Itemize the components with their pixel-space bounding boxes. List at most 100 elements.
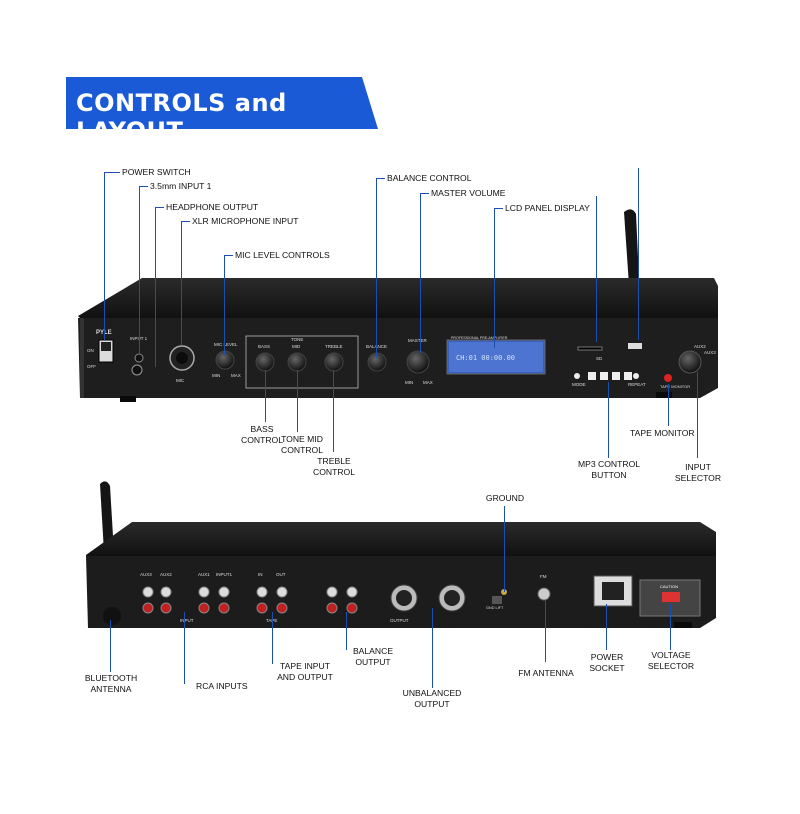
label-tone-mid-control: TONE MID CONTROL bbox=[276, 434, 328, 456]
pointer-lcd-h bbox=[494, 208, 503, 209]
repeat-label: REPEAT bbox=[628, 382, 646, 387]
label-bass-control: BASS CONTROL bbox=[238, 424, 286, 446]
label-socket-line1: POWER bbox=[590, 652, 624, 662]
mic-label: MIC bbox=[176, 378, 185, 383]
aux3-small-label: AUX3 bbox=[704, 350, 716, 355]
label-ground: GROUND bbox=[485, 493, 525, 503]
input1-label: INPUT 1 bbox=[130, 336, 148, 341]
rear-unit bbox=[86, 481, 716, 628]
max-label: MAX bbox=[231, 373, 241, 378]
rear-in: IN bbox=[258, 572, 263, 577]
pointer-mp3-v bbox=[608, 382, 609, 458]
mode-label: MODE bbox=[572, 382, 586, 387]
pointer-master-v bbox=[420, 193, 421, 353]
pointer-lcd-v bbox=[494, 208, 495, 348]
label-power-switch: POWER SWITCH bbox=[122, 167, 191, 177]
pointer-input35-v bbox=[139, 186, 140, 354]
banner-title: CONTROLS and LAYOUT bbox=[76, 89, 287, 145]
label-voltage-selector: VOLTAGE SELECTOR bbox=[642, 650, 700, 672]
label-balance-output: BALANCE OUTPUT bbox=[350, 646, 396, 668]
label-35mm-input: 3.5mm INPUT 1 bbox=[150, 181, 212, 191]
label-socket-line2: SOCKET bbox=[589, 663, 625, 673]
label-balout-line1: BALANCE bbox=[352, 646, 394, 656]
label-lcd-panel: LCD PANEL DISPLAY bbox=[505, 203, 590, 213]
tone-label: TONE bbox=[291, 337, 304, 342]
label-voltage-line1: VOLTAGE bbox=[651, 650, 691, 660]
label-mp3-control: MP3 CONTROL BUTTON bbox=[574, 459, 644, 481]
pointer-balout-v bbox=[346, 612, 347, 650]
label-treble-control: TREBLE CONTROL bbox=[308, 456, 360, 478]
rear-out: OUT bbox=[276, 572, 286, 577]
label-mic-level: MIC LEVEL CONTROLS bbox=[235, 250, 330, 260]
sd-label: SD bbox=[596, 356, 603, 361]
banner-shape bbox=[66, 77, 378, 129]
master-max-label: MAX bbox=[423, 380, 433, 385]
pointer-power-h bbox=[104, 172, 120, 173]
bass-label: BASS bbox=[258, 344, 271, 349]
brand-logo: PYLE bbox=[96, 330, 112, 336]
pointer-rca-v bbox=[184, 612, 185, 684]
label-tonemid-line2: CONTROL bbox=[280, 445, 324, 455]
min-label: MIN bbox=[212, 373, 221, 378]
front-unit bbox=[78, 209, 718, 402]
rear-caution: CAUTION bbox=[660, 584, 678, 589]
label-voltage-line2: SELECTOR bbox=[647, 661, 695, 671]
label-selector-line2: SELECTOR bbox=[674, 473, 722, 483]
label-input-selector: INPUT SELECTOR bbox=[672, 462, 724, 484]
label-bass-line1: BASS bbox=[250, 424, 274, 434]
pointer-power-socket-v bbox=[606, 604, 607, 650]
aux2-small-label: AUX2 bbox=[694, 344, 706, 349]
pointer-balance-h bbox=[376, 178, 385, 179]
pointer-input35-h bbox=[139, 186, 148, 187]
label-bt-line1: BLUETOOTH bbox=[84, 673, 138, 683]
pointer-tape-v bbox=[668, 384, 669, 426]
master-label: MASTER bbox=[408, 338, 427, 343]
label-headphone-output: HEADPHONE OUTPUT bbox=[166, 202, 259, 212]
label-tape-monitor: TAPE MONITOR bbox=[630, 428, 695, 438]
lcd-header: PROFESSIONAL PRE-AMPLIFIER bbox=[451, 336, 508, 340]
pointer-headphone-h bbox=[155, 207, 164, 208]
label-bt-line2: ANTENNA bbox=[90, 684, 132, 694]
treble-label: TREBLE bbox=[325, 344, 343, 349]
label-rca-inputs: RCA INPUTS bbox=[196, 681, 248, 691]
label-tonemid-line1: TONE MID bbox=[281, 434, 323, 444]
label-power-socket: POWER SOCKET bbox=[586, 652, 628, 674]
rear-aux2: AUX2 bbox=[160, 572, 172, 577]
rear-fm: FM bbox=[540, 574, 547, 579]
label-unbalanced-output: UNBALANCED OUTPUT bbox=[400, 688, 464, 710]
label-mp3-line2: BUTTON bbox=[591, 470, 627, 480]
pointer-xlr-v bbox=[181, 221, 182, 345]
pointer-voltage-v bbox=[670, 604, 671, 650]
pointer-bt-v bbox=[110, 620, 111, 672]
label-fm-antenna: FM ANTENNA bbox=[518, 668, 574, 678]
pointer-xlr-h bbox=[181, 221, 190, 222]
tape-monitor-small-label: TAPE MONITOR bbox=[660, 384, 691, 389]
pointer-selector-v bbox=[697, 372, 698, 458]
label-selector-line1: INPUT bbox=[685, 462, 711, 472]
pointer-power-v bbox=[104, 172, 105, 340]
rear-input1: INPUT1 bbox=[216, 572, 233, 577]
rear-aux3: AUX3 bbox=[140, 572, 152, 577]
rear-aux1: AUX1 bbox=[198, 572, 210, 577]
label-balout-line2: OUTPUT bbox=[355, 657, 391, 667]
pointer-ground-v bbox=[504, 506, 505, 592]
on-label: ON bbox=[87, 348, 94, 353]
label-bass-line2: CONTROL bbox=[240, 435, 284, 445]
label-balance-control: BALANCE CONTROL bbox=[387, 173, 472, 183]
label-bluetooth-antenna: BLUETOOTH ANTENNA bbox=[80, 673, 142, 695]
pointer-mid-v bbox=[297, 370, 298, 432]
label-unbal-line2: OUTPUT bbox=[414, 699, 450, 709]
pointer-master-h bbox=[420, 193, 429, 194]
label-tape-io-line2: AND OUTPUT bbox=[277, 672, 333, 682]
rear-input-group: INPUT bbox=[180, 618, 194, 623]
mic-level-label: MIC LEVEL bbox=[214, 342, 238, 347]
pointer-headphone-v bbox=[155, 207, 156, 367]
label-treble-line1: TREBLE bbox=[317, 456, 351, 466]
label-tape-io: TAPE INPUT AND OUTPUT bbox=[276, 661, 334, 683]
label-treble-line2: CONTROL bbox=[312, 467, 356, 477]
master-min-label: MIN bbox=[405, 380, 414, 385]
pointer-usb-v bbox=[638, 168, 639, 340]
title-banner: CONTROLS and LAYOUT bbox=[66, 77, 378, 145]
pointer-tape-io-v bbox=[272, 612, 273, 664]
